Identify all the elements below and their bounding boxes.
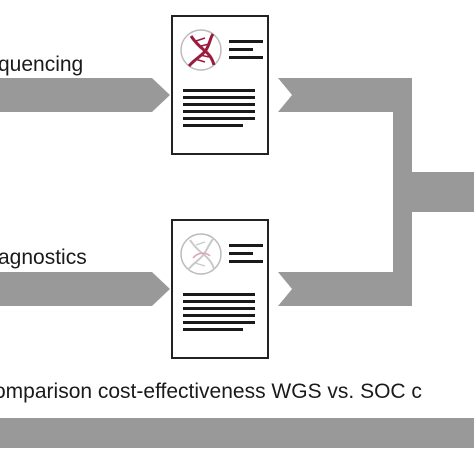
text-line xyxy=(183,293,255,296)
middle-arrow-label: agnostics xyxy=(0,246,87,269)
header-line xyxy=(229,48,253,51)
text-line xyxy=(183,110,255,113)
top-arrow-label: quencing xyxy=(0,53,83,76)
text-line xyxy=(183,117,255,120)
text-line xyxy=(183,314,255,317)
header-line xyxy=(229,260,263,263)
merge-connector xyxy=(278,78,474,306)
text-line xyxy=(183,89,255,92)
middle-input-arrow xyxy=(0,272,170,306)
faded-dna-report-icon xyxy=(180,233,222,275)
text-line xyxy=(183,103,255,106)
text-line xyxy=(183,328,243,331)
text-line xyxy=(183,321,255,324)
text-line xyxy=(183,124,243,127)
bottom-band-label: omparison cost-effectiveness WGS vs. SOC… xyxy=(0,380,422,403)
header-line xyxy=(229,244,263,247)
bottom-document xyxy=(171,219,269,359)
header-line xyxy=(229,40,263,43)
dna-helix-report-icon xyxy=(180,29,222,71)
header-line xyxy=(229,252,253,255)
top-input-arrow xyxy=(0,78,170,112)
text-line xyxy=(183,96,255,99)
text-line xyxy=(183,307,255,310)
text-line xyxy=(183,300,255,303)
top-document xyxy=(171,15,269,155)
bottom-band xyxy=(0,418,474,448)
header-line xyxy=(229,56,263,59)
